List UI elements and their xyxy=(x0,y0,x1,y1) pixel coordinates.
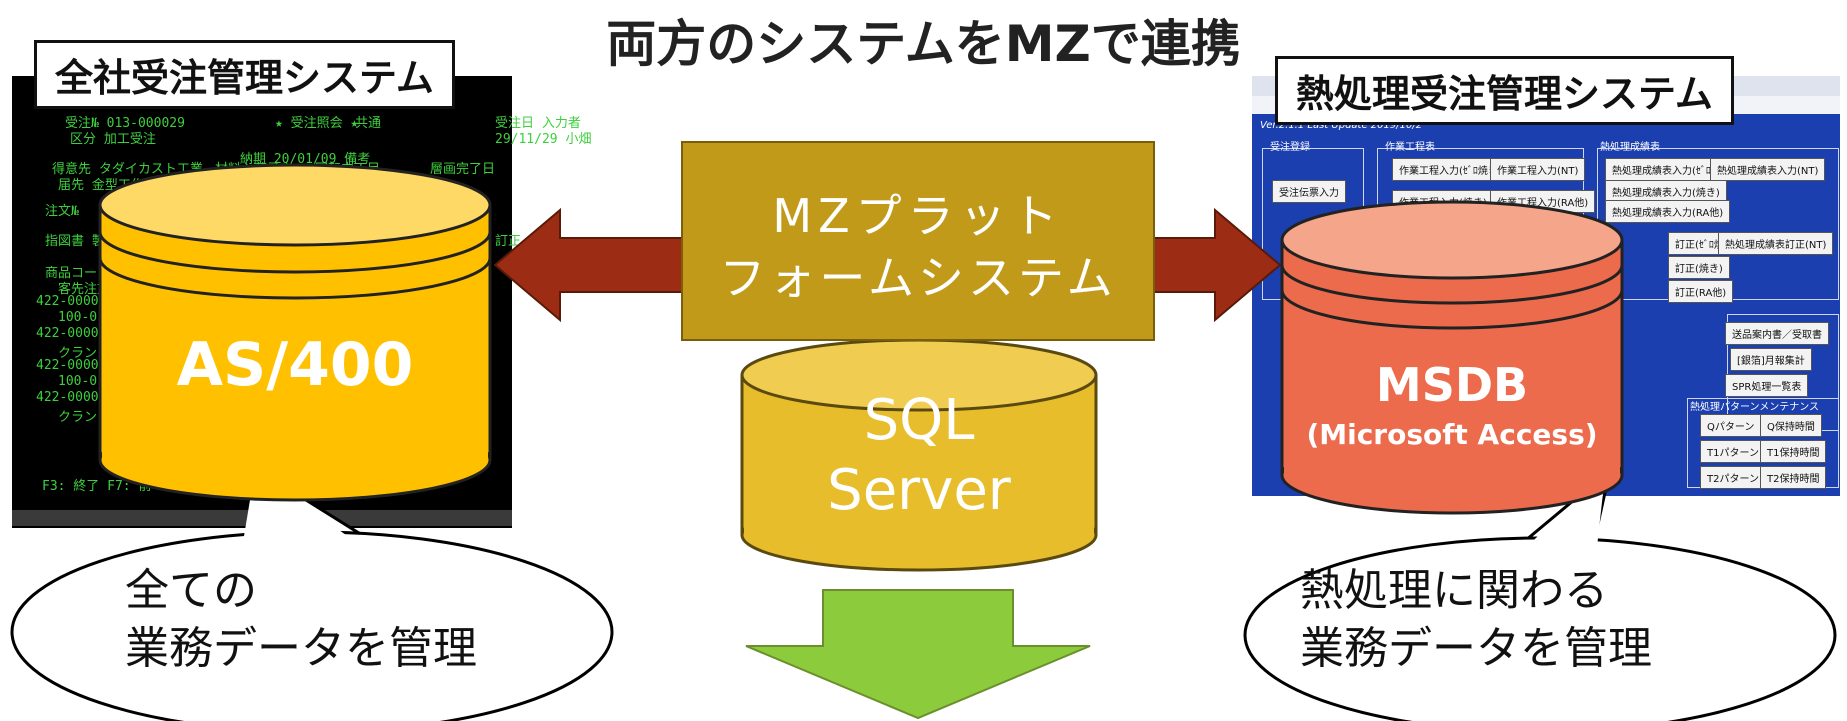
access-form-button[interactable]: 熱処理成績表入力(RA他) xyxy=(1605,200,1731,223)
access-form-button[interactable]: 訂正(焼き) xyxy=(1668,256,1730,279)
access-version-text: Ver.2.1.1 Last Update 2019/10/2 xyxy=(1260,120,1423,131)
terminal-text-line: 受注№ 013-000029 xyxy=(65,116,185,131)
platform-label-line1: MZプラット xyxy=(772,189,1064,243)
access-form-button[interactable]: [銀箔]月報集計 xyxy=(1730,348,1812,371)
msdb-label: MSDB xyxy=(1375,358,1529,412)
access-form-button[interactable]: 受注伝票入力 xyxy=(1272,180,1346,203)
access-form-button[interactable]: Q保持時間 xyxy=(1760,414,1822,437)
left-speech-bubble xyxy=(10,461,614,721)
msdb-sublabel: (Microsoft Access) xyxy=(1306,418,1598,451)
terminal-text-line: 層画完了日 xyxy=(430,162,496,177)
sqlserver-label-line2: Server xyxy=(827,458,1011,523)
terminal-text-line: 共通 xyxy=(355,116,382,131)
access-form-button[interactable]: T2保持時間 xyxy=(1760,466,1827,489)
left-bubble-line2: 業務データを管理 xyxy=(125,623,477,674)
access-form-button[interactable]: 熱処理成績表訂正(NT) xyxy=(1718,232,1834,255)
access-group-caption: 作業工程表 xyxy=(1385,142,1435,153)
terminal-text-line: 訂正 xyxy=(495,234,522,249)
msdb-cylinder xyxy=(1280,200,1624,515)
access-form-button[interactable]: T1保持時間 xyxy=(1760,440,1827,463)
terminal-text-line: 区分 加工受注 xyxy=(70,132,156,147)
access-form-button[interactable]: 熱処理成績表入力(NT) xyxy=(1710,158,1826,181)
terminal-text-line: F3: 終了 F7: 前 xyxy=(42,479,152,494)
down-arrow xyxy=(745,589,1091,720)
right-bubble-line2: 業務データを管理 xyxy=(1300,623,1652,674)
terminal-text-line: 29/11/29 小畑 xyxy=(495,132,592,147)
right-bubble-line1: 熱処理に関わる xyxy=(1300,565,1608,616)
as400-label: AS/400 xyxy=(176,330,414,400)
right-system-label: 熱処理受注管理システム xyxy=(1275,56,1734,125)
access-form-button[interactable]: T1パターン xyxy=(1700,440,1766,463)
page-title: 両方のシステムをMZで連携 xyxy=(606,15,1241,73)
terminal-text-line: 注文№ xyxy=(45,204,79,219)
terminal-text-line: 得意先 タダイカスト工業 xyxy=(52,162,203,177)
as400-cylinder xyxy=(98,163,492,502)
access-form-button[interactable]: 送品案内書／受取書 xyxy=(1725,322,1829,345)
access-group-caption: 受注登録 xyxy=(1270,142,1310,153)
sqlserver-label-line1: SQL xyxy=(863,388,975,453)
access-form-button[interactable]: SPR処理一覧表 xyxy=(1725,374,1809,397)
left-arrow xyxy=(493,207,701,323)
terminal-text-line: 指図書 製 xyxy=(45,234,105,249)
terminal-text-line: 受注日 入力者 xyxy=(495,116,581,131)
access-form-button[interactable]: 作業工程入力(NT) xyxy=(1490,158,1586,181)
terminal-text-line: ★ 受注照会 ★ xyxy=(275,116,359,131)
access-group-caption: 熱処理成績表 xyxy=(1600,142,1660,153)
access-group-caption: 熱処理パターンメンテナンス xyxy=(1690,402,1819,413)
left-bubble-line1: 全ての xyxy=(125,565,257,616)
left-system-label: 全社受注管理システム xyxy=(34,40,455,109)
platform-label-line2: フォームシステム xyxy=(719,251,1117,305)
mz-platform-box xyxy=(681,141,1155,341)
terminal-text-line: 納期 20/01/09 備考 xyxy=(240,152,371,167)
access-form-button[interactable]: 訂正(RA他) xyxy=(1668,280,1734,303)
sqlserver-cylinder xyxy=(740,338,1098,572)
